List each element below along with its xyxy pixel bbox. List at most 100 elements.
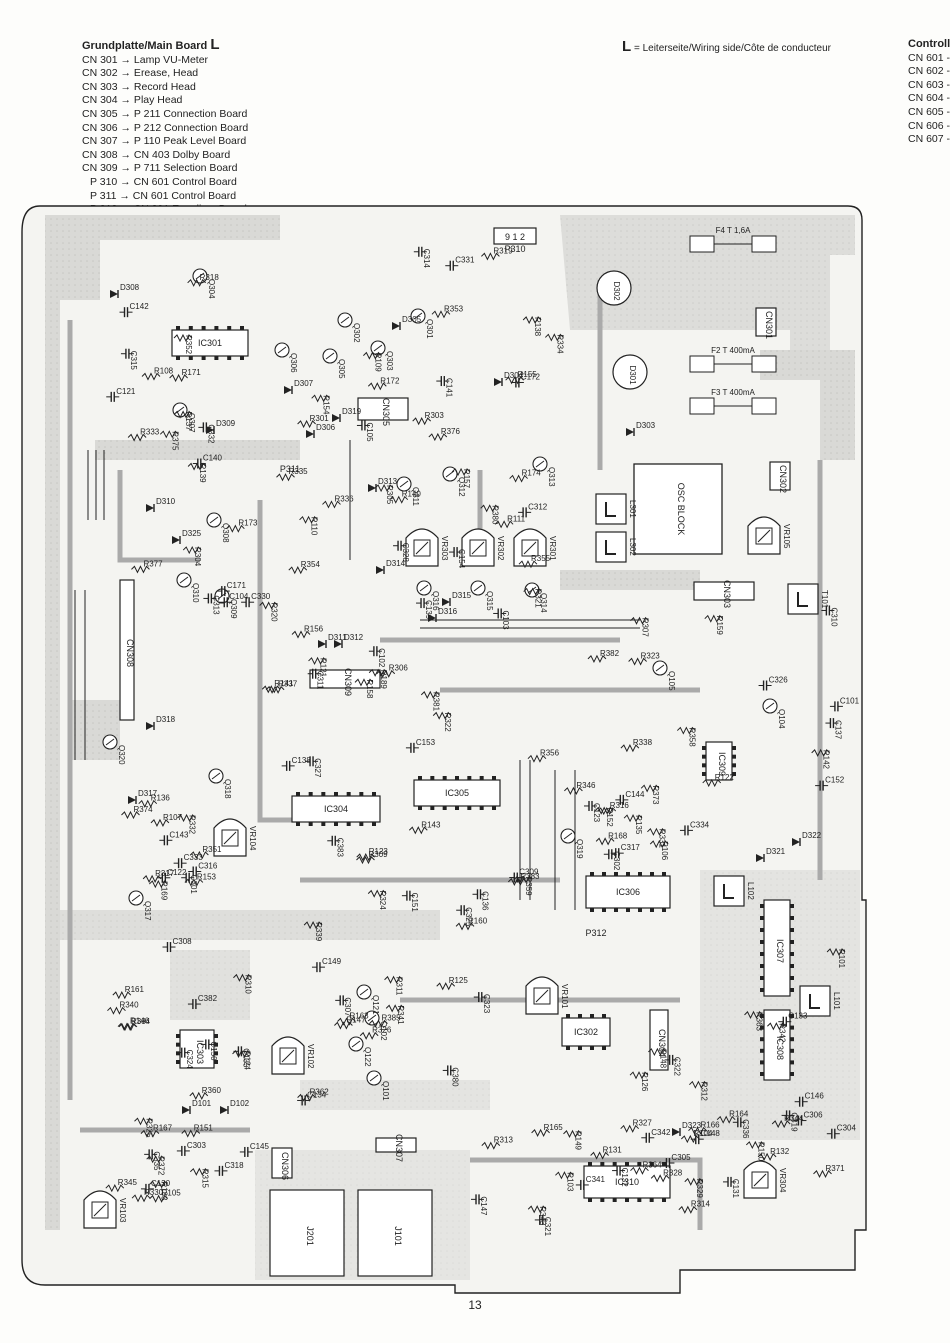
resistor-label: R311 <box>395 977 404 996</box>
capacitor-c313: C313 <box>203 593 220 615</box>
resistor-label: R301 <box>310 414 330 423</box>
resistor-r319: R319 <box>481 246 513 261</box>
capacitor-label: C336 <box>741 1119 750 1139</box>
ic-label: IC305 <box>445 788 469 798</box>
diode-d305: D305 <box>392 315 422 330</box>
transistor-label: Q310 <box>191 583 200 603</box>
capacitor-c324: C324 <box>176 1047 194 1069</box>
resistor-label: R374 <box>133 805 153 814</box>
resistor-label: R324 <box>378 891 387 911</box>
diode-d321: D321 <box>756 847 786 862</box>
capacitor-label: C318 <box>224 1161 244 1170</box>
diode-d310: D310 <box>146 497 176 512</box>
connector-cn306: CN306 <box>271 1147 293 1180</box>
capacitor-c103: C103 <box>493 608 510 630</box>
capacitor-c302: C302 <box>603 849 621 871</box>
resistor-r374: R374 <box>121 805 153 820</box>
legend-row: CN 301 → Lamp VU-Meter <box>82 53 209 66</box>
diode-label: D322 <box>802 831 822 840</box>
diode-d102: D102 <box>220 1099 250 1114</box>
capacitor-label: C140 <box>203 454 223 463</box>
capacitor-label: C304 <box>837 1124 857 1133</box>
resistor-label: R149 <box>574 1131 583 1151</box>
control-row: CN 607 - <box>908 133 950 146</box>
resistor-label: R383 <box>520 872 540 881</box>
trimmer-vr101: VR101 <box>525 976 569 1015</box>
osc-block-label: OSC BLOCK <box>676 483 686 536</box>
resistor-label: R148 <box>658 1049 667 1069</box>
resistor-label: R140 <box>402 490 422 499</box>
resistor-label: R328 <box>663 1168 683 1177</box>
transistor-label: Q101 <box>381 1081 390 1101</box>
resistor-label: R346 <box>576 781 596 790</box>
capacitor-c134: C134 <box>297 1090 327 1106</box>
capacitor-c147: C147 <box>471 1194 488 1216</box>
resistor-label: R306 <box>389 664 409 673</box>
resistor-r158: R158 <box>354 678 374 699</box>
resistor-r310: R310 <box>233 973 252 994</box>
legend-row: P 310 → CN 601 Control Board <box>90 175 237 188</box>
connector-label: P311 <box>280 464 300 474</box>
connector-label: CN301 <box>764 311 774 339</box>
ic-ic306: IC306 <box>585 872 671 912</box>
diode-d306: D306 <box>306 423 336 438</box>
capacitor-c135: C135 <box>233 1046 250 1068</box>
resistor-label: R377 <box>143 559 163 568</box>
capacitor-c139: C139 <box>416 598 433 620</box>
capacitor-c121: C121 <box>106 387 136 402</box>
resistor-label: R160 <box>468 916 488 925</box>
resistor-r339: R339 <box>303 920 323 942</box>
transistor-q315: Q315 <box>470 580 494 611</box>
capacitor-c331: C331 <box>445 256 475 271</box>
resistor-label: R314 <box>691 1200 711 1209</box>
resistor-r353: R353 <box>431 304 464 319</box>
diode-label: D305 <box>402 315 422 324</box>
transistor-q313: Q313 <box>532 456 556 487</box>
capacitor-c306: C306 <box>793 1111 823 1126</box>
resistor-label: R355 <box>531 554 551 563</box>
wiring-side-note: L = Leiterseite/Wiring side/Côte de cond… <box>622 38 832 55</box>
capacitor-label: C135 <box>241 1048 250 1068</box>
resistor-label: R323 <box>641 651 661 660</box>
resistor-label: R122 <box>715 773 735 782</box>
capacitor-label: C314 <box>422 249 431 269</box>
control-row: CN 605 - <box>908 105 950 118</box>
capacitor-label: C382 <box>198 994 218 1003</box>
fuse: F4 T 1,6A <box>689 226 777 253</box>
resistor-r189: R189 <box>368 668 388 689</box>
resistor-r137: R137 <box>173 410 193 431</box>
ic-label: IC302 <box>574 1027 598 1037</box>
capacitor-c334: C334 <box>679 820 710 836</box>
resistor-r373: R373 <box>640 784 660 805</box>
resistor-label: R142 <box>822 750 831 770</box>
capacitor-label: C149 <box>322 957 342 966</box>
resistor-r385: R385 <box>369 1014 401 1028</box>
resistor-r149: R149 <box>563 1129 583 1151</box>
resistor-label: R166 <box>701 1121 721 1130</box>
capacitor-c341: C341 <box>575 1175 606 1190</box>
resistor-r173: R173 <box>225 519 258 533</box>
ic-label: IC303 <box>195 1040 205 1064</box>
resistor-label: R385 <box>381 1014 401 1023</box>
resistor-label: R151 <box>194 1123 214 1132</box>
capacitor-label: C341 <box>586 1175 606 1184</box>
resistor-r377: R377 <box>131 559 163 574</box>
capacitor-label: C151 <box>410 893 419 913</box>
connector-label: CN302 <box>778 465 788 493</box>
capacitor-c145: C145 <box>239 1142 269 1157</box>
resistor-label: R104 <box>693 1129 713 1138</box>
resistor-r169: R169 <box>148 879 168 901</box>
ic-ic305: IC305 <box>413 776 501 810</box>
coil-l302: L302 <box>595 531 637 563</box>
resistor-label: R325 <box>145 1118 154 1138</box>
transistor-q318: Q318 <box>208 768 232 799</box>
resistor-r131: R131 <box>590 1146 622 1160</box>
capacitor-label: C138 <box>292 756 312 765</box>
page-number: 13 <box>468 1298 482 1312</box>
coil-label: L301 <box>628 500 637 518</box>
capacitor-label: C383 <box>335 838 344 858</box>
transistor-label: Q317 <box>143 901 152 921</box>
capacitor-c327: C327 <box>305 756 322 778</box>
resistor-label: R381 <box>431 692 440 712</box>
capacitor-label: C301 <box>189 875 198 895</box>
